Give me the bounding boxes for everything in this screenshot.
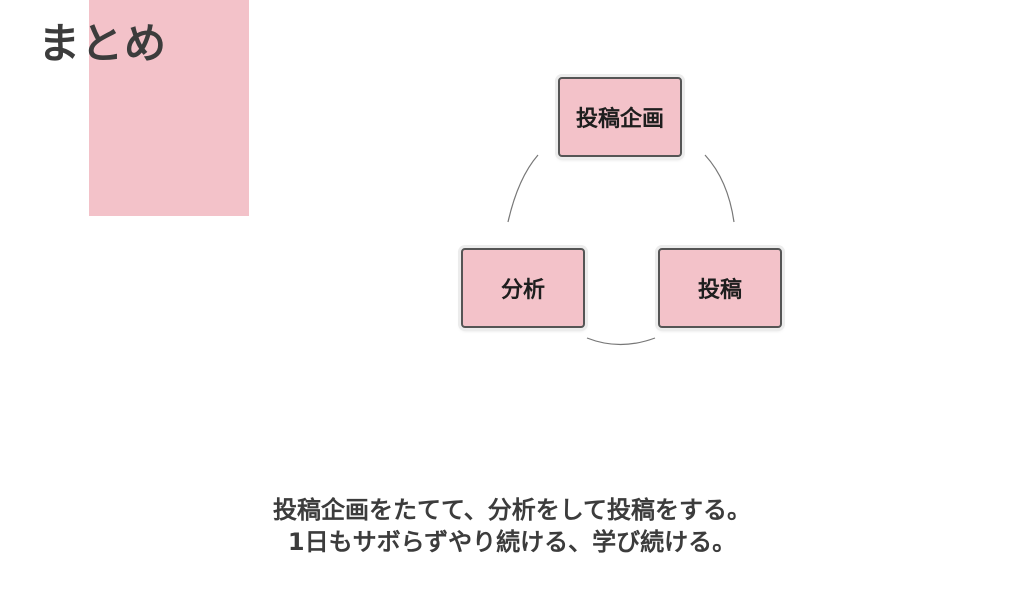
- page-title: まとめ: [38, 19, 168, 68]
- summary-line-1: 投稿企画をたてて、分析をして投稿をする。: [272, 496, 752, 524]
- summary-text: 投稿企画をたてて、分析をして投稿をする。 1日もサボらずやり続ける、学び続ける。: [0, 494, 1024, 558]
- node-post: 投稿: [658, 248, 782, 328]
- node-plan: 投稿企画: [558, 77, 682, 157]
- connector-analysis-to-plan: [507, 154, 539, 223]
- connector-post-to-analysis: [586, 337, 656, 346]
- accent-block: [89, 0, 249, 216]
- node-analysis: 分析: [461, 248, 585, 328]
- connector-plan-to-post: [704, 154, 735, 223]
- summary-line-2: 1日もサボらずやり続ける、学び続ける。: [287, 528, 737, 556]
